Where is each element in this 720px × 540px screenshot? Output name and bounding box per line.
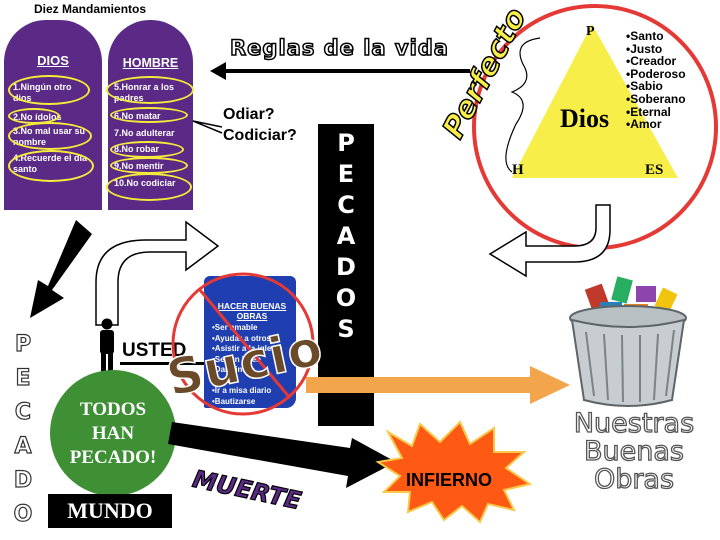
attribute-soberano: •Soberano [626, 91, 686, 106]
hell-label: INFIERNO [406, 470, 493, 490]
question-bracket-line [192, 120, 223, 134]
scroll-item: •Ser un buen [212, 354, 262, 364]
pecados-letters: P E C A D O S [318, 128, 374, 345]
triangle-top-label: P [586, 24, 595, 39]
world-text-line: TODOS [79, 399, 147, 420]
scroll-title: HACER BUENAS OBRAS [217, 301, 287, 321]
commandment-7: 7.No adulterar [114, 128, 175, 138]
person-underline [120, 362, 218, 365]
trash-label: Nuestras Buenas Obras [560, 408, 708, 495]
god-circle [472, 4, 718, 250]
hollow-arrow-down [488, 204, 611, 278]
scroll-item: •Dar dinero [212, 365, 255, 374]
tablet-dios-header: DIOS [37, 53, 69, 68]
oval-commandment-4 [8, 150, 94, 182]
attribute-creador: •Creador [626, 54, 677, 69]
attribute-eternal: •Eternal [626, 104, 671, 119]
oval-commandment-5 [106, 76, 194, 104]
perfect-brace [505, 37, 541, 173]
tablets-title: Diez Mandamientos [34, 2, 147, 16]
tablet-hombre-header: HOMBRE [122, 56, 179, 70]
pecado-letters: P E C A D O [8, 328, 38, 532]
scroll-item: •Ir a misa diario [212, 386, 272, 395]
triangle-es-label: ES [645, 162, 664, 178]
hollow-arrow-up [95, 220, 220, 326]
pecados-column [318, 124, 374, 426]
pecado-letter: P [14, 331, 32, 357]
person-icon [100, 318, 114, 373]
oval-commandment-10 [106, 173, 192, 201]
scroll-item: •Ser amable [212, 323, 258, 332]
trash-label-line: Nuestras [573, 408, 695, 439]
pecados-letter: P [337, 129, 355, 157]
sin-arrow-shape [30, 220, 92, 318]
pecados-letter: S [337, 315, 355, 343]
attribute-santo: •Santo [626, 29, 664, 43]
pecados-letter: C [337, 191, 355, 219]
question-codiciar: Codiciar? [223, 127, 297, 144]
prohibition-circle [171, 272, 315, 416]
scroll-item: •Bautizarse [212, 396, 256, 406]
rules-label: Reglas de la vida [229, 35, 449, 61]
prohibition-slash [198, 289, 292, 399]
orange-arrow-shaft [306, 377, 534, 393]
attribute-amor: •Amor [626, 117, 662, 132]
world-text-line: PECADO! [69, 447, 157, 468]
trash-label-line: Obras [593, 464, 675, 495]
pecados-letter: O [335, 284, 357, 312]
hell-burst [375, 420, 533, 524]
oval-commandment-6 [110, 107, 188, 123]
pecado-letter: E [15, 365, 31, 391]
world-circle [50, 370, 176, 496]
pecados-letter: A [336, 222, 356, 250]
orange-arrow-head [530, 366, 570, 404]
trash-label-line: Buenas [583, 436, 684, 467]
pecado-letter: C [14, 399, 32, 425]
pecados-letter: D [336, 253, 356, 281]
attribute-justo: •Justo [626, 41, 663, 56]
god-triangle [512, 24, 678, 178]
world-label: MUNDO [48, 494, 172, 528]
oval-commandment-3 [8, 122, 92, 150]
oval-commandment-1 [8, 75, 90, 105]
triangle-h-label: H [512, 162, 524, 178]
world-text-line: HAN [91, 423, 135, 444]
pecado-letter: D [13, 467, 33, 493]
person-label: USTED [122, 340, 187, 361]
world-text: TODOS HAN PECADO! [52, 398, 174, 470]
trash-can-icon [569, 276, 687, 407]
death-arrow [168, 422, 396, 488]
pecados-letter: E [337, 160, 355, 188]
question-odiar: Odiar? [223, 106, 275, 123]
pecado-letter: A [14, 433, 32, 459]
attribute-poderoso: •Poderoso [626, 66, 686, 81]
triangle-center-label: Dios [560, 104, 610, 133]
attribute-sabio: •Sabio [626, 79, 663, 94]
god-attributes-list: •Santo •Justo •Creador •Poderoso •Sabio … [626, 30, 686, 131]
pecado-letter: O [13, 501, 33, 527]
scroll-item: •Orar [212, 375, 232, 385]
